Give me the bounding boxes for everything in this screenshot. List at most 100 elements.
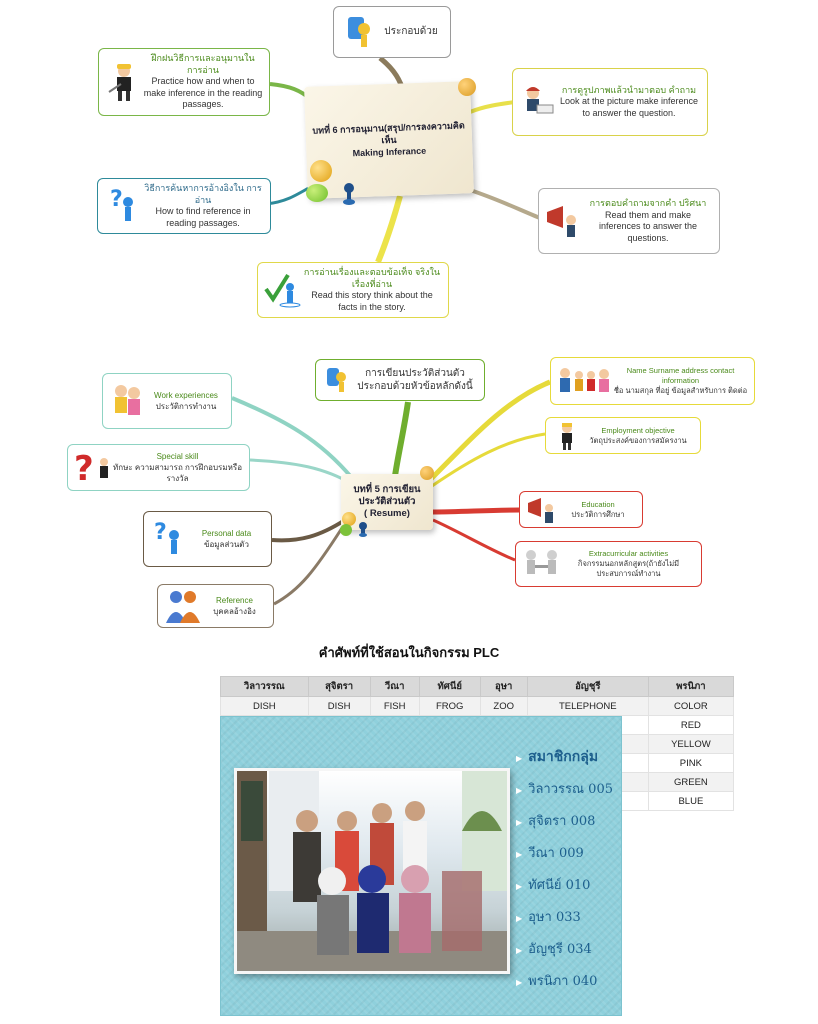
couple-icon xyxy=(109,382,147,420)
group-photo-card: ▶สมาชิกกลุ่ม ▶วิลาวรรณ 005 ▶สุจิตรา 008 … xyxy=(220,716,622,1016)
bullet-icon: ▶ xyxy=(516,882,523,891)
leaf-icon xyxy=(306,184,328,202)
mindmap-2-center: บทที่ 5 การเขียน ประวัติส่วนตัว ( Resume… xyxy=(341,474,433,530)
column-header: อุษา xyxy=(479,676,528,697)
column-header: วีณา xyxy=(369,676,420,697)
list-item: ▶ พรนิภา 040 xyxy=(516,970,597,991)
table-cell: GREEN xyxy=(647,772,735,792)
question-person-icon: ? xyxy=(104,187,142,225)
worker-icon xyxy=(552,417,582,455)
bullet-icon: ▶ xyxy=(516,850,523,859)
node-education-thai: ประวัติการศึกษา xyxy=(571,509,625,519)
mindmap-2-center-line-2: ประวัติส่วนตัว xyxy=(358,496,416,507)
node-special-skill: ? Special skill ทักษะ ความสามารถ การฝึกอ… xyxy=(67,444,250,491)
table-cell: DISH xyxy=(220,696,309,716)
table-header-row: วิลาวรรณ สุจิตรา วีณา ทัศนีย์ อุษา อัญชุ… xyxy=(220,676,735,697)
member-name: วีณา 009 xyxy=(528,846,584,861)
node-look-picture-english: Look at the picture make inference to an… xyxy=(559,96,699,118)
mindmap-2-center-line-1: บทที่ 5 การเขียน xyxy=(353,484,421,495)
puzzle-person-icon xyxy=(340,13,378,51)
member-name: วิลาวรรณ 005 xyxy=(528,782,613,797)
column-header: พรนิภา xyxy=(647,676,735,697)
list-item: ▶อัญชุรี 034 xyxy=(516,938,592,959)
bullet-icon: ▶ xyxy=(516,786,523,795)
bullet-icon: ▶ xyxy=(516,946,523,955)
node-reference-thai: บุคคลอ้างอิง xyxy=(213,607,256,616)
node-work-experiences-thai: ประวัติการทำงาน xyxy=(155,402,217,411)
node-special-skill-thai: ทักษะ ความสามารถ การฝึกอบรมหรือ รางวัล xyxy=(112,463,242,483)
group-photo-illustration xyxy=(237,771,507,971)
node-resume-topics-line-1: การเขียนประวัติส่วนตัว xyxy=(365,368,465,379)
node-education: Education ประวัติการศึกษา xyxy=(519,491,643,528)
bullet-icon: ▶ xyxy=(516,818,523,827)
megaphone-icon xyxy=(545,202,583,240)
node-find-reference: ? วิธีการค้นหาการอ้างอิงใน การอ่าน How t… xyxy=(97,178,271,234)
node-practice-inference-english: Practice how and when to make inference … xyxy=(143,76,263,110)
node-employment-objective-english: Employment objective xyxy=(601,425,675,435)
table-cell: FISH xyxy=(369,696,420,716)
node-employment-objective: Employment objective วัตถุประสงค์ของการส… xyxy=(545,417,701,454)
node-riddle-thai: การตอบคำถามจากคำ ปริศนา xyxy=(589,198,707,208)
node-reference-english: Reference xyxy=(216,596,253,605)
node-extracurricular-thai: กิจกรรมนอกหลักสูตร(ถ้ายังไม่มี ประสบการณ… xyxy=(577,559,680,578)
megaphone-icon xyxy=(526,491,560,529)
group-photo xyxy=(234,768,510,974)
members-title: ▶ สมาชิกกลุ่ม xyxy=(516,746,598,768)
table-cell: RED xyxy=(647,715,735,735)
node-riddle: การตอบคำถามจากคำ ปริศนา Read them and ma… xyxy=(538,188,720,254)
list-item: ▶ วีณา 009 xyxy=(516,842,584,863)
node-work-experiences-english: Work experiences xyxy=(154,391,218,400)
node-work-experiences: Work experiences ประวัติการทำงาน xyxy=(102,373,232,429)
node-extracurricular: Extracurricular activities กิจกรรมนอกหลั… xyxy=(515,541,702,587)
flower-icon xyxy=(342,512,356,526)
node-name-contact: Name Surname address contact information… xyxy=(550,357,755,405)
node-practice-inference-thai: ฝึกฝนวิธีการและอนุมานใน การอ่าน xyxy=(151,53,255,75)
bullet-icon: ▶ xyxy=(516,754,523,763)
bullet-icon: ▶ xyxy=(516,978,523,987)
node-personal-data-thai: ข้อมูลส่วนตัว xyxy=(204,540,249,549)
node-look-picture-thai: การดูรูปภาพแล้วนำมาตอบ คำถาม xyxy=(561,84,697,95)
node-extracurricular-english: Extracurricular activities xyxy=(588,549,669,558)
node-practice-inference: ฝึกฝนวิธีการและอนุมานใน การอ่าน Practice… xyxy=(98,48,270,116)
node-read-story-english: Read this story think about the facts in… xyxy=(311,290,433,312)
mindmap-2-center-line-3: ( Resume) xyxy=(364,508,410,519)
question-person-icon: ? xyxy=(150,520,188,558)
svg-text:?: ? xyxy=(74,449,94,488)
member-name: ทัศนีย์ 010 xyxy=(528,878,591,893)
member-name: สุจิตรา 008 xyxy=(528,814,596,829)
column-header: อัญชุรี xyxy=(526,676,649,697)
node-read-story-thai: การอ่านเรื่องและตอบข้อเท็จ จริงในเรื่องท… xyxy=(303,267,441,289)
node-read-story: การอ่านเรื่องและตอบข้อเท็จ จริงในเรื่องท… xyxy=(257,262,449,318)
node-consists-of: ประกอบด้วย xyxy=(333,6,451,58)
pin-icon xyxy=(420,466,434,480)
table-row: DISH DISH FISH FROG ZOO TELEPHONE COLOR xyxy=(220,696,735,716)
person-writing-icon xyxy=(519,83,557,121)
members-title-text: สมาชิกกลุ่ม xyxy=(528,749,599,765)
node-special-skill-english: Special skill xyxy=(156,452,199,461)
node-reference: Reference บุคคลอ้างอิง xyxy=(157,584,274,628)
people-icon xyxy=(164,587,202,625)
list-item: ▶ วิลาวรรณ 005 xyxy=(516,778,613,799)
table-cell: YELLOW xyxy=(647,734,735,754)
node-riddle-english: Read them and make inferences to answer … xyxy=(598,209,698,243)
node-find-reference-thai: วิธีการค้นหาการอ้างอิงใน การอ่าน xyxy=(144,183,262,205)
table-cell: PINK xyxy=(647,753,735,773)
member-name: อุษา 033 xyxy=(528,910,581,925)
pin-icon xyxy=(458,78,476,96)
node-name-contact-english: Name Surname address contact information xyxy=(626,366,735,385)
column-header: ทัศนีย์ xyxy=(418,676,481,697)
member-name: พรนิภา 040 xyxy=(528,974,598,989)
table-cell: FROG xyxy=(418,696,481,716)
puzzle-person-icon xyxy=(322,361,352,399)
pushpin-icon xyxy=(358,522,368,538)
node-look-picture: การดูรูปภาพแล้วนำมาตอบ คำถาม Look at the… xyxy=(512,68,708,136)
table-cell: TELEPHONE xyxy=(526,696,649,716)
node-personal-data-english: Personal data xyxy=(201,529,252,538)
table-cell: DISH xyxy=(307,696,371,716)
node-resume-topics: การเขียนประวัติส่วนตัว ประกอบด้วยหัวข้อห… xyxy=(315,359,485,401)
node-personal-data: ? Personal data ข้อมูลส่วนตัว xyxy=(143,511,272,567)
mindmap-1-center: บทที่ 6 การอนุมาน(สรุป/การลงความคิดเห็น … xyxy=(304,81,474,199)
svg-text:?: ? xyxy=(154,520,167,545)
table-cell: ZOO xyxy=(479,696,528,716)
